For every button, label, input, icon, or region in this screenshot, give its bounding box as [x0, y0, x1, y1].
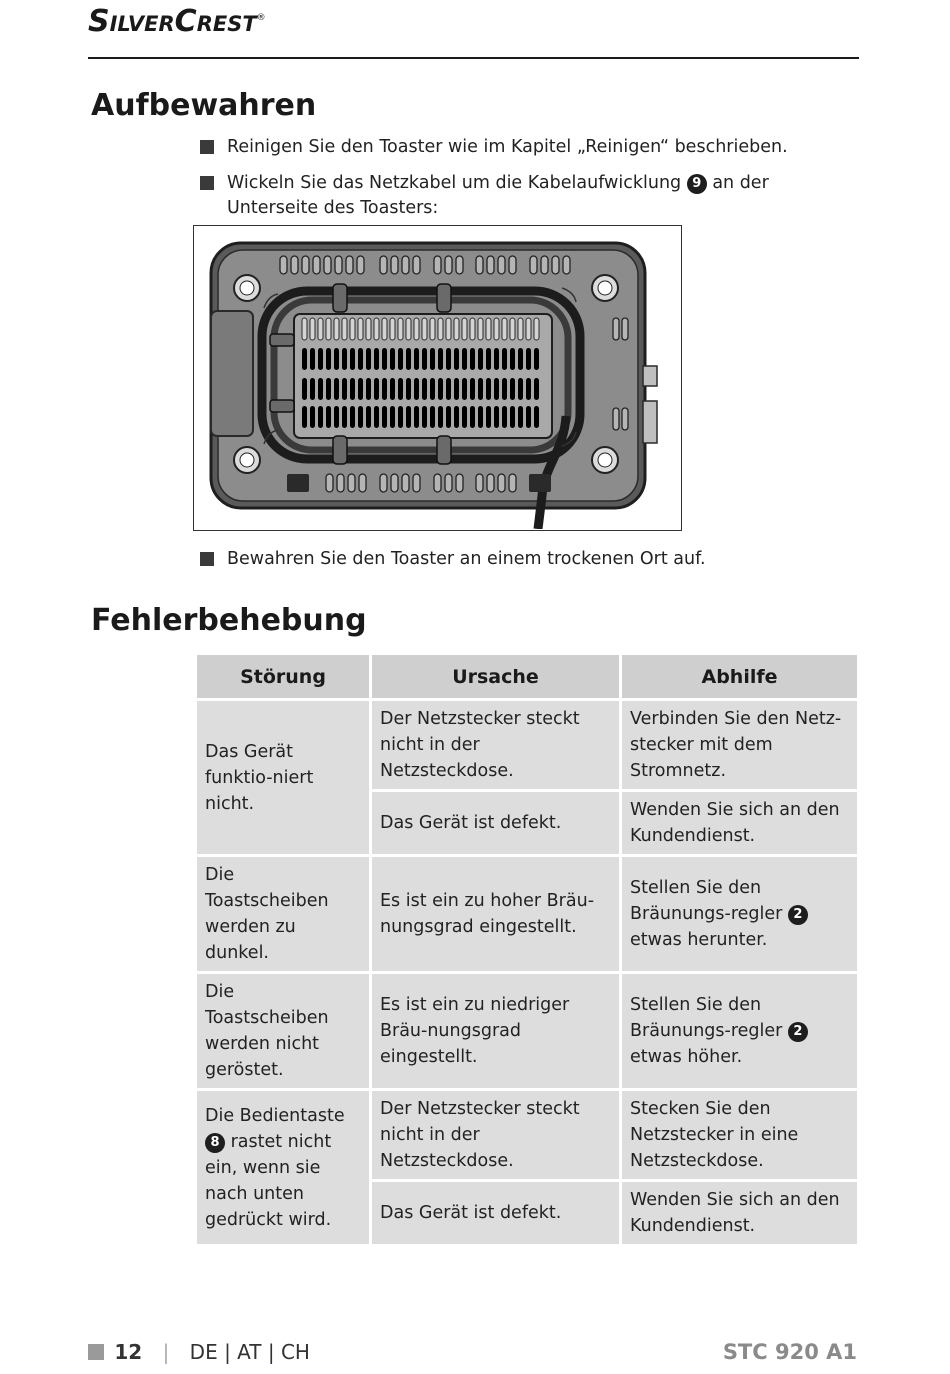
table-row: Das Gerät funktio-niert nicht. Der Netzs…	[194, 698, 860, 857]
language-codes: DE | AT | CH	[189, 1340, 310, 1364]
toaster-bottom-illustration	[193, 225, 682, 531]
list-item: Wickeln Sie das Netzkabel um die Kabelau…	[200, 171, 850, 221]
model-number: STC 920 A1	[722, 1340, 857, 1364]
cell-stoerung: Die Toastscheiben werden zu dunkel.	[194, 854, 372, 974]
troubleshooting-table: Störung Ursache Abhilfe Das Gerät funkti…	[194, 652, 860, 1247]
header-rule	[88, 57, 859, 59]
cell-ursache: Es ist ein zu niedriger Bräu-nungsgrad e…	[369, 971, 622, 1091]
part-number-badge: 9	[686, 174, 707, 194]
cell-abhilfe: Wenden Sie sich an den Kundendienst.	[619, 1179, 860, 1247]
cell-abhilfe: Verbinden Sie den Netz-stecker mit dem S…	[619, 698, 860, 792]
cell-stoerung: Die Bedientaste 8 rastet nicht ein, wenn…	[194, 1088, 372, 1247]
cell-abhilfe: Stellen Sie den Bräunungs-regler 2 etwas…	[619, 971, 860, 1091]
cell-ursache: Der Netzstecker steckt nicht in der Netz…	[369, 698, 622, 792]
footer-divider: |	[162, 1340, 170, 1364]
brand-logo: SilverCrest®	[88, 4, 266, 39]
section-title-troubleshooting: Fehlerbehebung	[91, 603, 367, 638]
table-row: Das Gerät ist defekt. Wenden Sie sich an…	[196, 789, 860, 857]
column-header-stoerung: Störung	[194, 652, 372, 701]
cell-abhilfe: Stellen Sie den Bräunungs-regler 2 etwas…	[619, 854, 860, 974]
page-footer: 12 | DE | AT | CH	[88, 1340, 310, 1364]
table-row: Die Bedientaste 8 rastet nicht ein, wenn…	[194, 1088, 860, 1247]
cell-stoerung: Die Toastscheiben werden nicht geröstet.	[194, 971, 372, 1091]
bullet-square-icon	[200, 140, 214, 154]
part-number-badge: 8	[205, 1132, 225, 1153]
table-row: Die Toastscheiben werden zu dunkel. Es i…	[194, 854, 860, 974]
table-row: Die Toastscheiben werden nicht geröstet.…	[194, 971, 860, 1091]
cell-abhilfe: Stecken Sie den Netzstecker in eine Netz…	[619, 1088, 860, 1182]
part-number-badge: 2	[787, 905, 808, 925]
cell-ursache: Es ist ein zu hoher Bräu-nungsgrad einge…	[369, 854, 622, 974]
list-item: Reinigen Sie den Toaster wie im Kapitel …	[200, 135, 850, 160]
list-item: Bewahren Sie den Toaster an einem trocke…	[200, 547, 850, 572]
cell-ursache: Das Gerät ist defekt.	[369, 789, 622, 857]
part-number-badge: 2	[787, 1022, 808, 1042]
cell-stoerung: Das Gerät funktio-niert nicht.	[194, 698, 372, 857]
cell-ursache: Das Gerät ist defekt.	[369, 1179, 622, 1247]
column-header-ursache: Ursache	[369, 652, 622, 701]
cell-abhilfe: Wenden Sie sich an den Kundendienst.	[619, 789, 860, 857]
bullet-square-icon	[200, 552, 214, 566]
table-row: Das Gerät ist defekt. Wenden Sie sich an…	[196, 1179, 860, 1247]
page-number: 12	[114, 1340, 143, 1364]
column-header-abhilfe: Abhilfe	[619, 652, 860, 701]
footer-square-icon	[88, 1344, 104, 1360]
cell-ursache: Der Netzstecker steckt nicht in der Netz…	[369, 1088, 622, 1182]
section-title-storage: Aufbewahren	[91, 88, 317, 123]
bullet-square-icon	[200, 176, 214, 190]
table-header-row: Störung Ursache Abhilfe	[194, 652, 860, 701]
